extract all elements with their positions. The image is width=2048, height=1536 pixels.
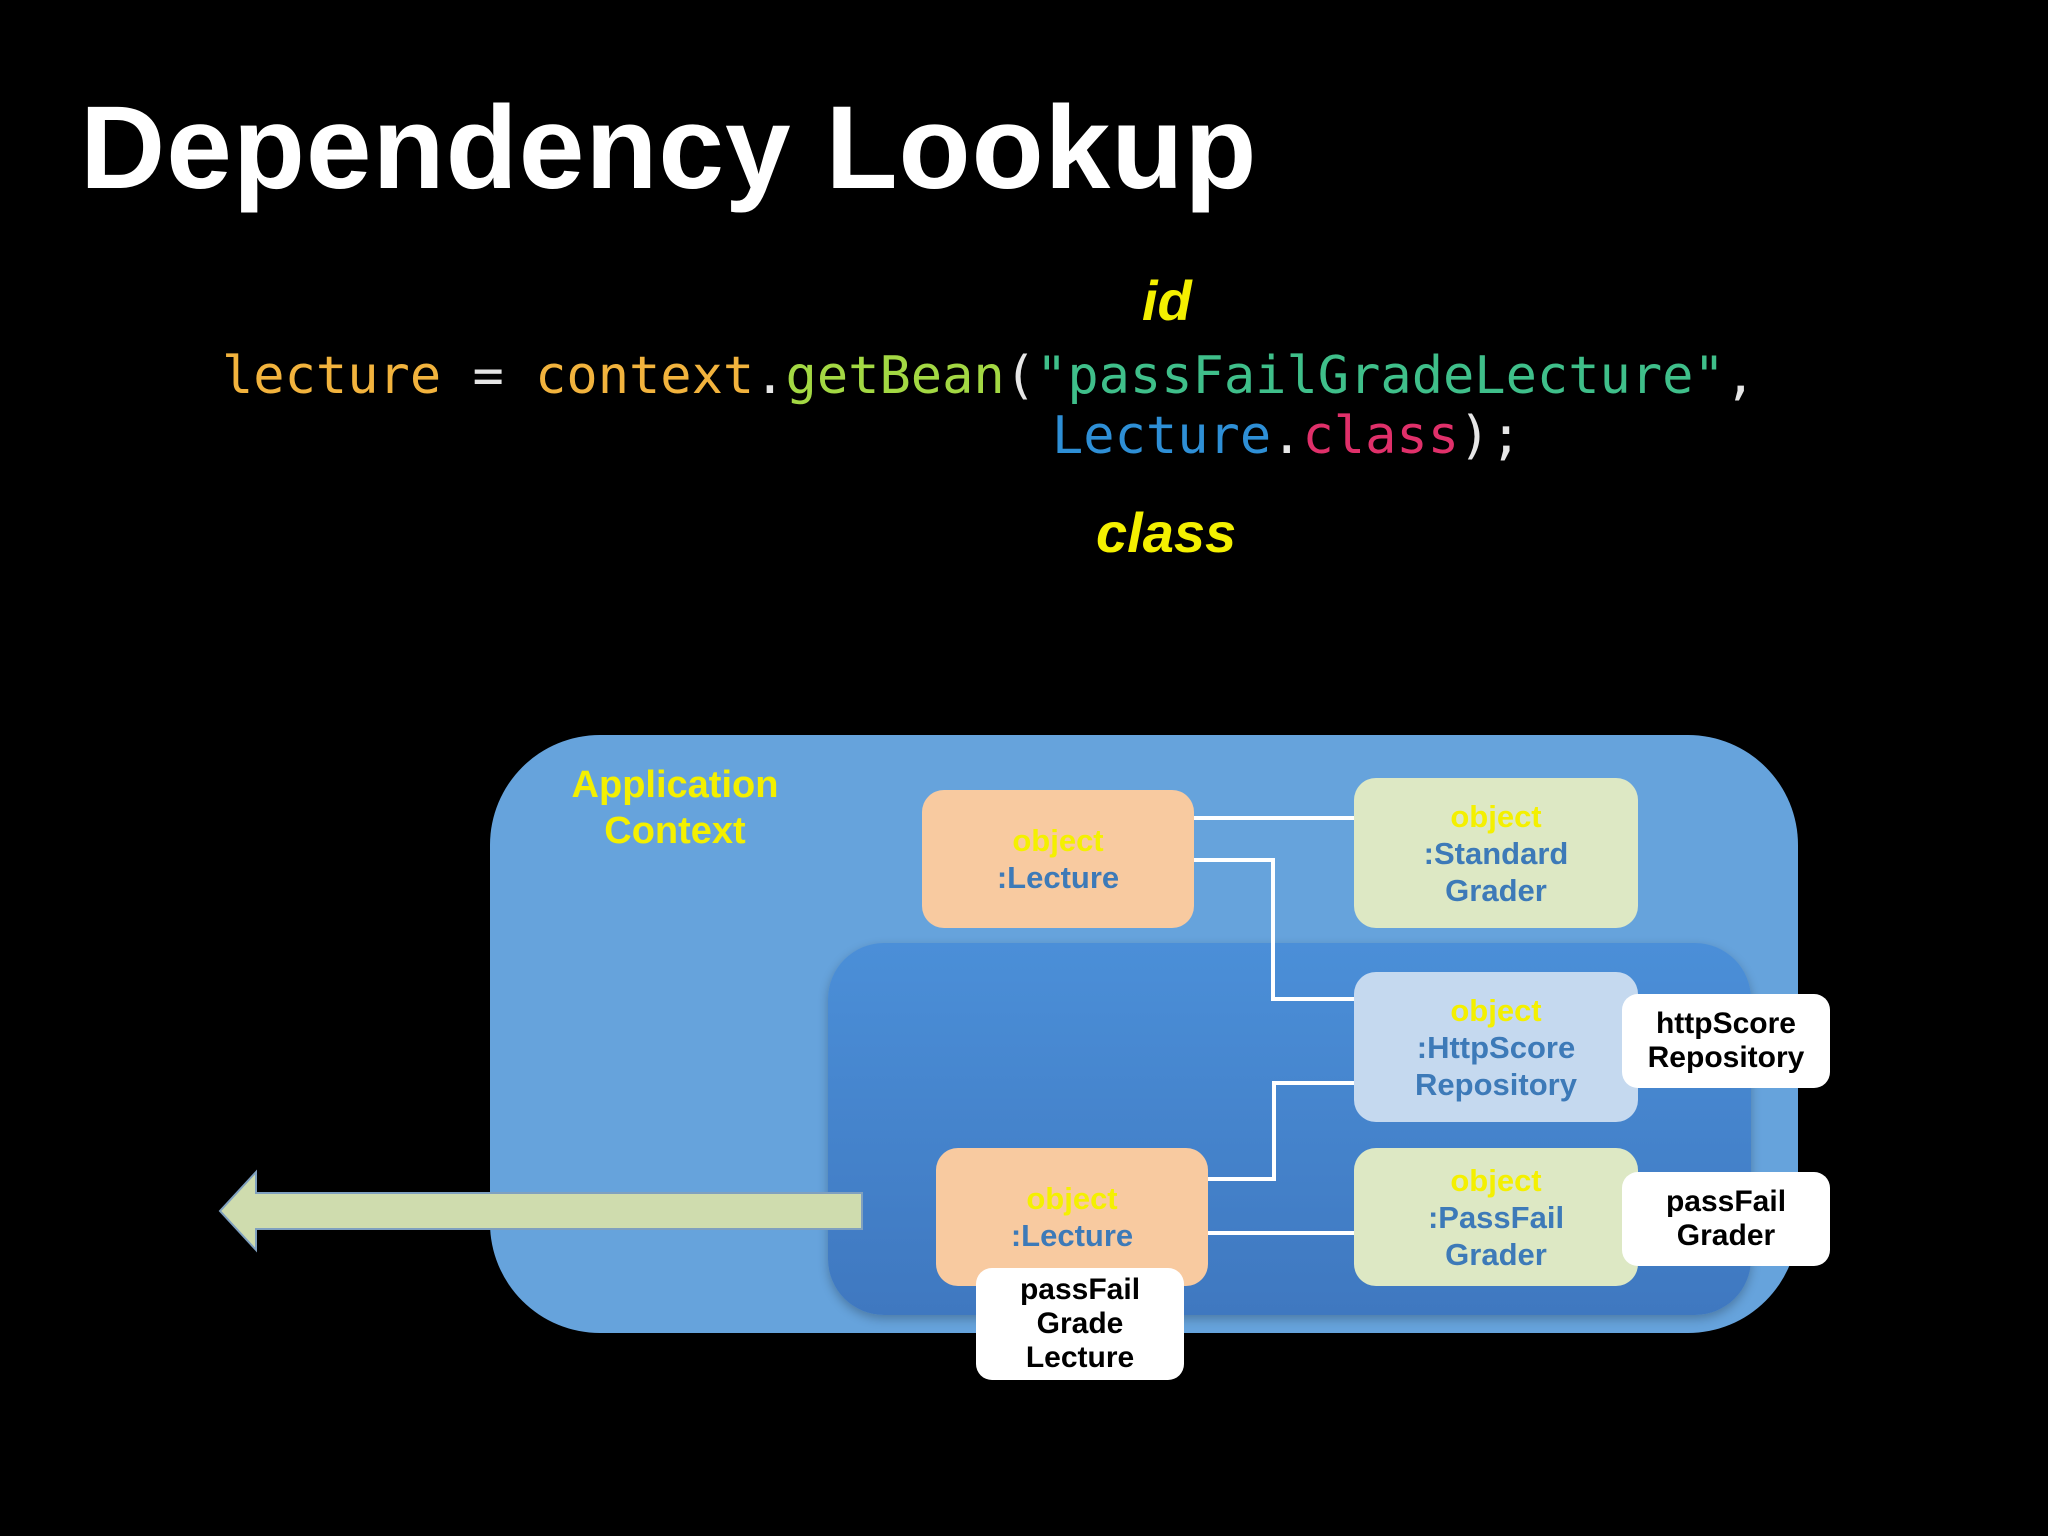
- lecture-object-node: object :Lecture: [922, 790, 1194, 928]
- connector-lecture2-repository: [1208, 1081, 1354, 1181]
- http-score-repository-id-tag: httpScore Repository: [1622, 994, 1830, 1088]
- node-name-line1: :PassFail: [1427, 1199, 1565, 1235]
- http-score-repository-node: object :HttpScore Repository: [1354, 972, 1638, 1122]
- tag-line1: httpScore: [1655, 1007, 1796, 1040]
- tag-line1: passFail: [1665, 1185, 1787, 1218]
- node-name-line1: :Standard: [1423, 835, 1569, 871]
- node-name: :Lecture: [1010, 1218, 1134, 1253]
- node-keyword: object: [1012, 823, 1104, 858]
- node-name-line2: Repository: [1415, 1066, 1577, 1102]
- standard-grader-node: object :Standard Grader: [1354, 778, 1638, 928]
- tag-line1: passFail: [1019, 1273, 1141, 1306]
- code-object: context: [535, 346, 755, 406]
- tag-line2: Grade: [1036, 1307, 1124, 1340]
- node-name-line2: Grader: [1445, 1236, 1547, 1272]
- lookup-arrow: [218, 1169, 863, 1253]
- connector-lecture-repository: [1194, 858, 1354, 1001]
- node-keyword: object: [1450, 798, 1542, 834]
- code-close: );: [1459, 406, 1522, 466]
- code-dot: .: [1271, 406, 1303, 466]
- code-class-name: Lecture: [1052, 406, 1272, 466]
- code-assign: =: [441, 346, 536, 406]
- code-method: getBean: [785, 346, 1005, 406]
- class-annotation: class: [1096, 501, 1237, 564]
- tag-line2: Repository: [1647, 1041, 1805, 1074]
- pass-fail-grader-node: object :PassFail Grader: [1354, 1148, 1638, 1286]
- node-name: :Lecture: [996, 860, 1120, 895]
- code-open-paren: (: [1004, 346, 1037, 406]
- node-name-line2: Grader: [1445, 872, 1547, 908]
- arrow-shape: [218, 1169, 863, 1253]
- node-keyword: object: [1450, 1162, 1542, 1198]
- code-comma: ,: [1724, 346, 1757, 406]
- slide-title: Dependency Lookup: [80, 82, 1258, 214]
- app-label-line1: Application: [571, 764, 779, 806]
- code-class-keyword: class: [1302, 406, 1460, 466]
- tag-line3: Lecture: [1025, 1341, 1135, 1374]
- code-dot: .: [754, 346, 786, 406]
- app-label-line2: Context: [604, 810, 746, 852]
- code-bean-id: "passFailGradeLecture": [1036, 346, 1725, 406]
- lecture-object-node-bottom: object :Lecture: [936, 1148, 1208, 1286]
- pass-fail-grade-lecture-id-tag: passFail Grade Lecture: [976, 1268, 1184, 1380]
- code-variable: lecture: [222, 346, 442, 406]
- application-context-label: Application Context: [540, 762, 810, 854]
- pass-fail-grader-id-tag: passFail Grader: [1622, 1172, 1830, 1266]
- id-annotation: id: [1142, 269, 1192, 332]
- node-keyword: object: [1450, 992, 1542, 1028]
- node-name-line1: :HttpScore: [1416, 1029, 1576, 1065]
- code-line-2: Lecture.class);: [1052, 406, 1522, 466]
- tag-line2: Grader: [1676, 1219, 1776, 1252]
- code-line-1: lecture = context.getBean("passFailGrade…: [222, 346, 1756, 406]
- node-keyword: object: [1026, 1181, 1118, 1216]
